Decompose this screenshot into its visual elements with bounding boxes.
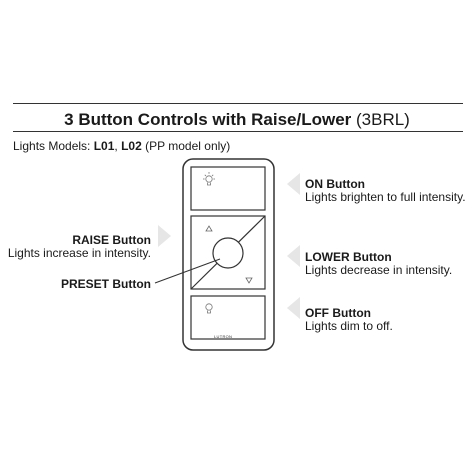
diagram-title: 3 Button Controls with Raise/Lower (3BRL… [0,110,474,130]
callout-arrow-icon [158,225,171,247]
callout-raise: RAISE Button Lights increase in intensit… [8,234,151,260]
on-button-title: ON Button [305,177,365,191]
top-rule [13,103,463,104]
on-button-desc: Lights brighten to full intensity. [305,190,466,204]
callout-arrow-icon [287,245,300,267]
raise-button-title: RAISE Button [72,233,151,247]
title-main: 3 Button Controls with Raise/Lower [64,110,352,129]
raise-arrow-icon [205,225,213,232]
lower-button-desc: Lights decrease in intensity. [305,263,453,277]
lower-arrow-icon [245,277,253,284]
model-l02: L02 [121,139,142,153]
bottom-rule [13,131,463,132]
off-button-title: OFF Button [305,306,371,320]
preset-button [212,237,244,269]
lights-models: Lights Models: L01, L02 (PP model only) [13,139,230,153]
lights-models-label: Lights Models: [13,139,91,153]
model-note: (PP model only) [145,139,231,153]
model-separator: , [114,139,118,153]
callout-arrow-icon [287,297,300,319]
off-button-desc: Lights dim to off. [305,319,393,333]
callout-off: OFF Button Lights dim to off. [305,307,393,333]
callout-arrow-icon [287,173,300,195]
callout-preset: PRESET Button [61,278,151,291]
bulb-off-icon [205,303,213,314]
callout-on: ON Button Lights brighten to full intens… [305,178,466,204]
title-model-code: (3BRL) [356,110,410,129]
raise-button-desc: Lights increase in intensity. [7,246,151,260]
preset-leader-line [154,258,221,284]
preset-button-title: PRESET Button [61,277,151,291]
brand-logo: LUTRON [214,334,233,339]
off-button [190,295,266,340]
lower-button-title: LOWER Button [305,250,392,264]
model-l01: L01 [93,139,115,153]
on-button [190,166,266,211]
callout-lower: LOWER Button Lights decrease in intensit… [305,251,452,277]
bulb-on-icon [203,172,215,186]
